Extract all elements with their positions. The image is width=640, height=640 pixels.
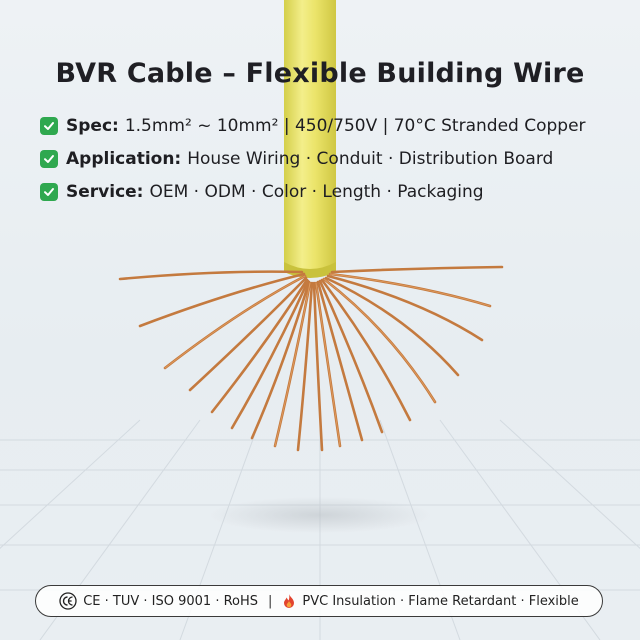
cable-insulation	[284, 0, 336, 272]
feature-application: Application: House Wiring · Conduit · Di…	[40, 147, 620, 171]
feature-label: Application:	[66, 149, 182, 169]
properties-text: PVC Insulation · Flame Retardant · Flexi…	[302, 593, 579, 609]
feature-label: Service:	[66, 182, 144, 202]
cable-shadow	[210, 497, 430, 533]
check-icon	[40, 150, 58, 168]
ce-cert-icon	[59, 592, 77, 610]
feature-label: Spec:	[66, 116, 119, 136]
flame-icon	[282, 593, 296, 609]
feature-value: 1.5mm² ~ 10mm² | 450/750V | 70°C Strande…	[124, 116, 586, 136]
footer-separator: |	[268, 593, 273, 609]
feature-value: House Wiring · Conduit · Distribution Bo…	[187, 149, 554, 169]
feature-value: OEM · ODM · Color · Length · Packaging	[149, 182, 484, 202]
certification-bar: CE · TUV · ISO 9001 · RoHS | PVC Insulat…	[35, 585, 603, 617]
feature-service: Service: OEM · ODM · Color · Length · Pa…	[40, 180, 620, 204]
check-icon	[40, 183, 58, 201]
check-icon	[40, 117, 58, 135]
insulation-end	[284, 262, 336, 278]
page-title: BVR Cable – Flexible Building Wire	[55, 58, 585, 89]
certifications-text: CE · TUV · ISO 9001 · RoHS	[83, 593, 259, 609]
feature-spec: Spec: 1.5mm² ~ 10mm² | 450/750V | 70°C S…	[40, 114, 620, 138]
feature-list: Spec: 1.5mm² ~ 10mm² | 450/750V | 70°C S…	[40, 114, 620, 213]
